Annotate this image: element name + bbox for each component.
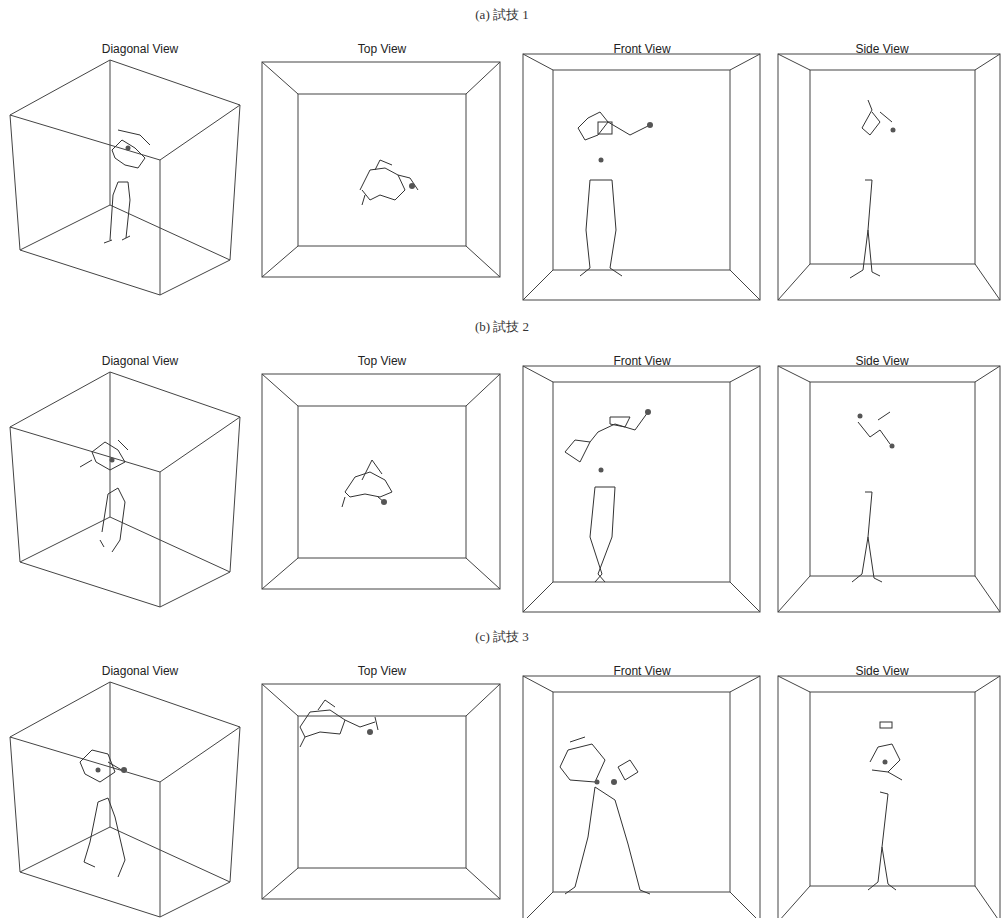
view-label: Front View — [613, 664, 670, 678]
panel-title: (a) 試技 1 — [475, 8, 528, 22]
view-label: Side View — [855, 354, 908, 368]
view-label: Diagonal View — [102, 664, 179, 678]
view-label: Front View — [613, 42, 670, 56]
view-label: Side View — [855, 664, 908, 678]
view-label: Top View — [358, 42, 406, 56]
view-label: Diagonal View — [102, 354, 179, 368]
panel-title: (b) 試技 2 — [475, 320, 529, 334]
view-label: Front View — [613, 354, 670, 368]
view-label: Side View — [855, 42, 908, 56]
view-label: Diagonal View — [102, 42, 179, 56]
view-label: Top View — [358, 354, 406, 368]
view-label: Top View — [358, 664, 406, 678]
panel-title: (c) 試技 3 — [475, 630, 528, 644]
